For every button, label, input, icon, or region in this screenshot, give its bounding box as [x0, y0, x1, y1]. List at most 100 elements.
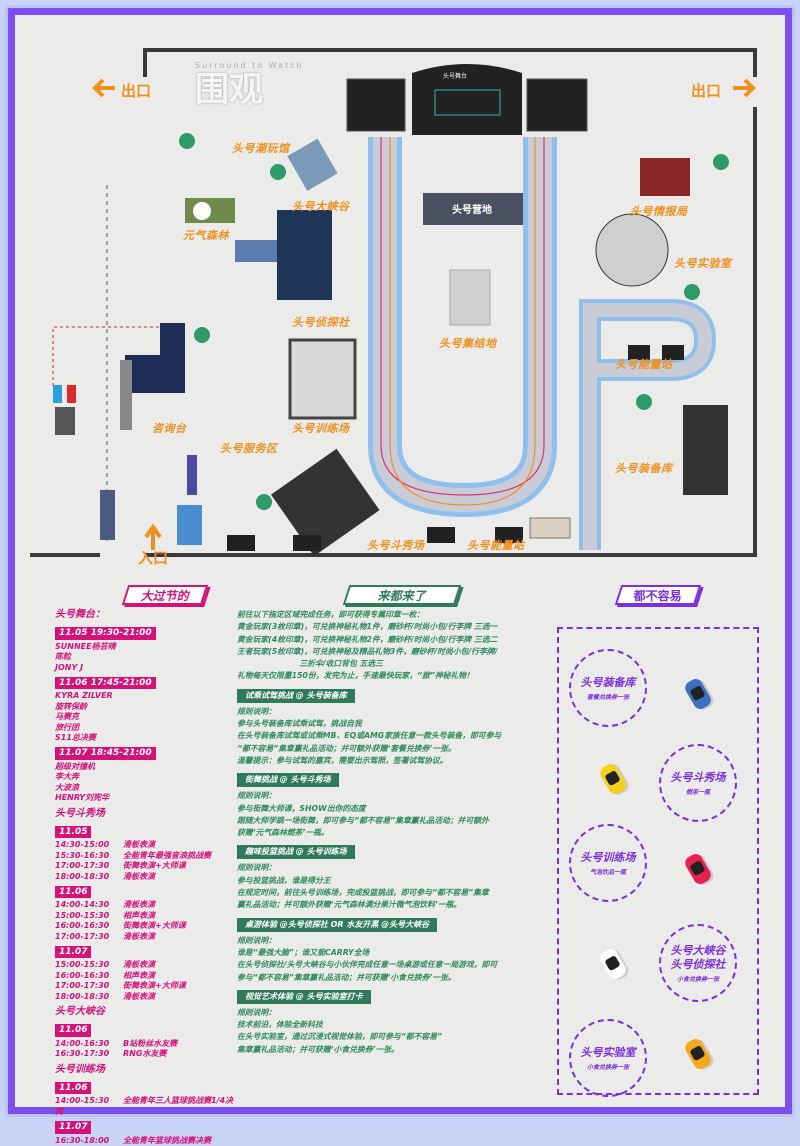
- schedule-row: 14:30-15:00 滑板表演: [55, 840, 235, 850]
- label-shiyan: 头号实验室: [674, 257, 732, 270]
- map-drawing: [30, 48, 757, 557]
- time: 16:30-17:30: [55, 1049, 110, 1059]
- label-zhentan: 头号侦探社: [292, 316, 350, 329]
- canyon-building: [277, 210, 332, 300]
- restroom-route: [52, 326, 165, 387]
- female-restroom-icon: [67, 385, 76, 403]
- event: 滑板表演: [123, 991, 155, 1001]
- small-building: [235, 240, 277, 262]
- time: 16:00-16:30: [55, 970, 110, 980]
- escalator-icon: [55, 407, 75, 435]
- schedule-row: 15:30-16:30 全能青年最强音浪挑战赛: [55, 851, 235, 861]
- task-line: 赢礼品活动；并可额外获赠‘元气森林满分果汁微气泡饮料’一瓶。: [237, 900, 462, 910]
- performer: SUNNEE杨芸晴: [55, 641, 116, 651]
- stage-title: 头号舞台：: [55, 609, 105, 620]
- session-date: 11.07 18:45-21:00: [55, 747, 156, 760]
- lab-dome: [595, 213, 669, 287]
- time: 15:00-15:30: [55, 960, 110, 970]
- event: 全能青年最强音浪挑战赛: [123, 850, 211, 860]
- task-line: 规则说明：: [237, 935, 276, 945]
- time: 15:30-16:30: [55, 850, 110, 860]
- event: B站粉丝水友赛: [123, 1038, 178, 1048]
- station-name: 头号侦探社: [670, 957, 726, 971]
- performer: 李大奔: [55, 772, 79, 782]
- camp-building: [423, 193, 523, 225]
- time: 14:30-15:00: [55, 840, 110, 850]
- venue-title: 头号训练场: [55, 1063, 105, 1075]
- task-line: 规则说明：: [237, 863, 276, 873]
- label-zixun: 咨询台: [152, 422, 187, 435]
- time: 17:00-17:30: [55, 931, 110, 941]
- label-nengliang-1: 头号能量站: [467, 539, 525, 552]
- energy-kiosk: [227, 535, 255, 551]
- station-name: 头号装备库: [580, 675, 636, 689]
- car-icon: [682, 676, 714, 712]
- task-line: “都不容易”集章赢礼品活动；并可额外获赠‘套餐兑换券’一张。: [237, 743, 456, 753]
- poster-frame: 出口 出口 入口 头号舞台 头号营地 头号潮玩馆 元气森林 头号大峡谷 头号侦探…: [5, 5, 795, 1145]
- label-xiagu: 头号大峡谷: [292, 200, 350, 213]
- exit-right-arrow-icon: [733, 78, 756, 98]
- task-header: 趣味投篮挑战 @ 头号训练场: [237, 845, 355, 860]
- task-header: 桌游体验 @头号侦探社 OR 水友开黑 @头号大峡谷: [237, 917, 438, 932]
- event: 滑板表演: [123, 931, 155, 941]
- task-line: 获赠‘元气森林燃茶’一瓶。: [237, 828, 329, 838]
- garage-building: [683, 405, 728, 495]
- event: 街舞表演+大师课: [123, 861, 186, 871]
- douxiu-building: [271, 448, 380, 557]
- label-chaowan: 头号潮玩馆: [232, 142, 290, 155]
- exit-left-label: 出口: [121, 82, 152, 100]
- station-name: 头号大峡谷: [670, 943, 726, 957]
- task-line: 在头号侦探社/头号大峡谷与小伙伴完成任意一场桌游或任意一局游戏，即可: [237, 960, 498, 970]
- stage-sign: 头号舞台: [443, 73, 468, 80]
- screen-right: [526, 78, 588, 132]
- session-date: 11.05 19:30-21:00: [55, 627, 156, 640]
- rewards-box: 头号装备库套餐兑换券一张头号斗秀场燃茶一瓶头号训练场气泡饮品一瓶头号大峡谷头号侦…: [557, 627, 759, 1097]
- tag-laidoulaile: 来都来了: [342, 585, 462, 605]
- tag-dubuorongyi: 都不容易: [614, 585, 702, 605]
- event: 滑板表演: [123, 871, 155, 881]
- station-name: 头号实验室: [580, 1045, 636, 1059]
- task-line: 规则说明：: [237, 1007, 276, 1017]
- day-badge: 11.07: [55, 945, 92, 959]
- exit-right-label: 出口: [691, 82, 722, 100]
- station-name: 头号斗秀场: [670, 770, 726, 784]
- task-line: 参与头号装备库试乘试驾，挑战自我: [237, 719, 362, 729]
- reward-station: 头号大峡谷头号侦探社小食兑换券一张: [659, 924, 737, 1002]
- task-line: 谁是“最强大脑”；谁又能CARRY全场: [237, 947, 370, 957]
- task-line: 参与投篮挑战，谁是得分王: [237, 875, 331, 885]
- event: 相声表演: [123, 910, 155, 920]
- task-line: 在头号装备库试驾或试乘MB、EQ或AMG家族任意一款头号装备，即可参与: [237, 731, 502, 741]
- intro-line: 王者玩家(5枚印章)，可兑换神秘及精品礼物3件，磨砂杯/时尚小包/行李牌/: [237, 646, 498, 656]
- task-line: 技术前沿，体验全新科技: [237, 1020, 323, 1030]
- intro-line: 黄金玩家(4枚印章)，可兑换神秘礼物2件，磨砂杯/时尚小包/行李牌 三选二: [237, 634, 498, 644]
- task-header: 视觉艺术体验 @ 头号实验室打卡: [237, 989, 371, 1004]
- event: 全能青年篮球挑战赛决赛: [123, 1135, 211, 1145]
- reward-station: 头号实验室小食兑换券一张: [569, 1019, 647, 1097]
- task-line: 跟随大师学跳一场街舞，即可参与“都不容易”集章赢礼品活动；并可额外: [237, 815, 489, 825]
- intro-line: 三折伞/收口背包 五选三: [237, 659, 383, 669]
- entrance-arrow-icon: [144, 523, 162, 550]
- task-line: 参与“都不容易”集章赢礼品活动；并可获赠‘小食兑换券’一张。: [237, 972, 456, 982]
- station-reward: 小食兑换券一张: [676, 975, 719, 983]
- day-badge: 11.05: [55, 825, 92, 839]
- label-fuwu: 头号服务区: [220, 442, 278, 455]
- label-yuanqi: 元气森林: [183, 229, 229, 242]
- car-icon: [682, 851, 714, 887]
- tree-icons: [179, 133, 729, 510]
- label-xunlian: 头号训练场: [292, 422, 350, 435]
- performer: 陈粒: [55, 652, 71, 662]
- camp-sign: 头号营地: [452, 205, 492, 216]
- time: 18:00-18:30: [55, 991, 110, 1001]
- car-icon: [597, 761, 629, 797]
- event: 滑板表演: [123, 840, 155, 850]
- label-qingbao: 头号情报局: [630, 205, 688, 218]
- performer: KYRA ZILVER: [55, 691, 113, 701]
- watermark-text: 围观: [195, 70, 263, 110]
